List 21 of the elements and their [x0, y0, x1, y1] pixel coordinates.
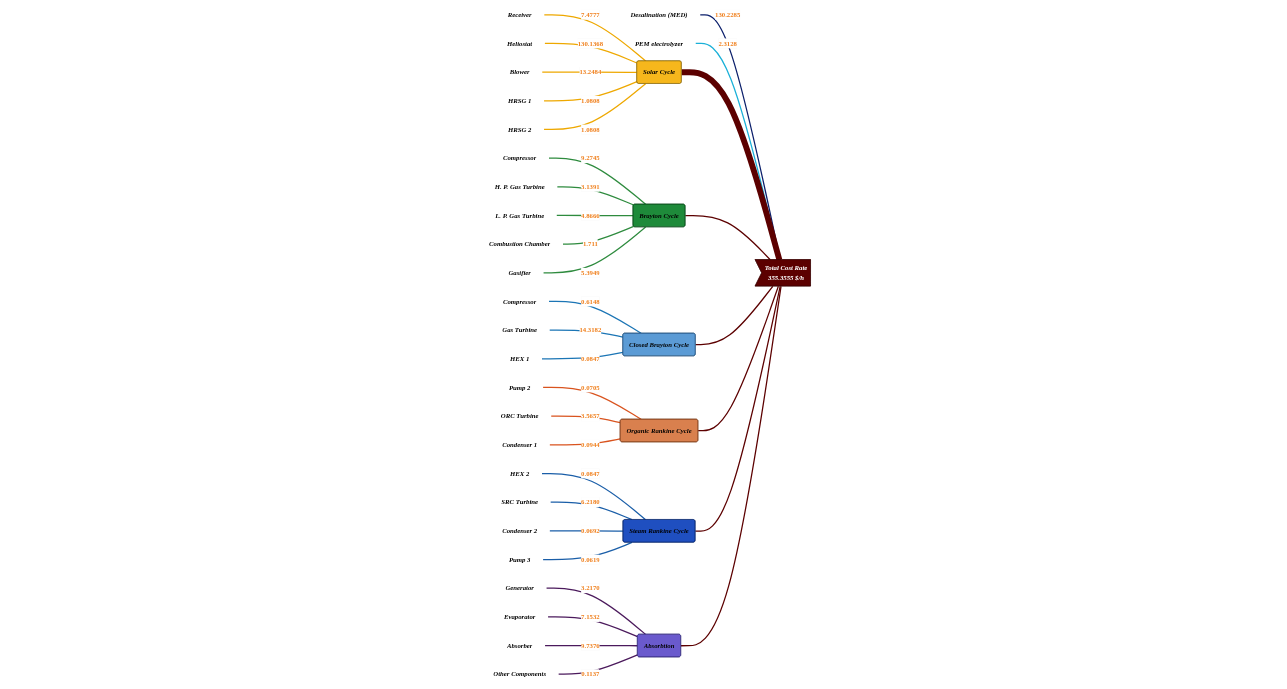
connector: [548, 157, 647, 205]
connector: [548, 300, 642, 334]
connector: [547, 616, 639, 638]
connector: [541, 472, 647, 521]
connector: [550, 501, 633, 521]
connector: [697, 285, 780, 432]
connector: [558, 654, 639, 675]
connector: [542, 541, 633, 561]
connector: [543, 226, 647, 274]
connector: [541, 351, 624, 360]
connector: [543, 81, 638, 102]
connector: [556, 186, 635, 206]
connector: [546, 587, 647, 635]
connector: [694, 285, 774, 346]
connector: [542, 386, 642, 420]
connector: [694, 285, 781, 532]
connector: [680, 285, 782, 647]
connector: [543, 83, 647, 131]
connector: [684, 215, 771, 261]
connector: [562, 225, 635, 245]
connector: [681, 69, 783, 261]
